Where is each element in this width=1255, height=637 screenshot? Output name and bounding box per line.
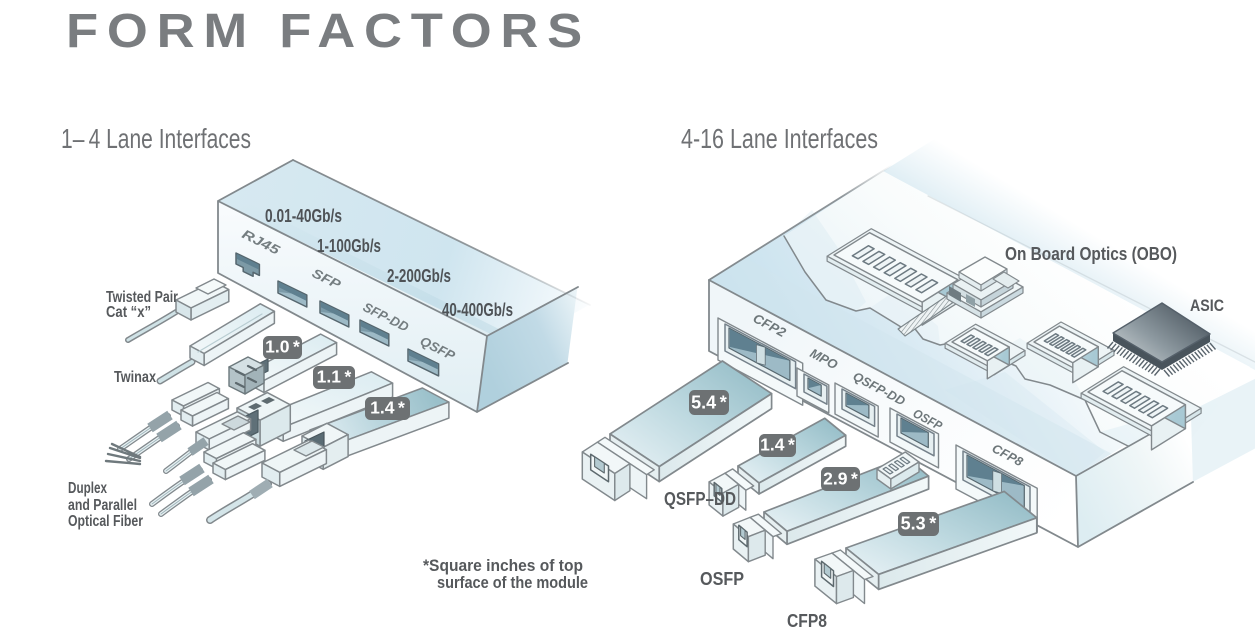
svg-text:1.0 *: 1.0 * bbox=[265, 337, 300, 357]
svg-text:Twisted Pair: Twisted Pair bbox=[106, 289, 178, 306]
svg-text:QSFP–DD: QSFP–DD bbox=[664, 489, 736, 509]
svg-text:0.01-40Gb/s: 0.01-40Gb/s bbox=[265, 206, 342, 226]
svg-text:1.4 *: 1.4 * bbox=[760, 435, 795, 455]
svg-text:2-200Gb/s: 2-200Gb/s bbox=[387, 266, 451, 286]
svg-text:On Board Optics (OBO): On Board Optics (OBO) bbox=[1005, 244, 1177, 264]
svg-text:1.1 *: 1.1 * bbox=[317, 367, 352, 387]
svg-text:5.3 *: 5.3 * bbox=[901, 514, 937, 534]
svg-text:1.4 *: 1.4 * bbox=[370, 398, 405, 418]
svg-text:1– 4 Lane Interfaces: 1– 4 Lane Interfaces bbox=[61, 123, 251, 154]
svg-text:FORM FACTORS: FORM FACTORS bbox=[66, 5, 591, 58]
svg-text:and Parallel: and Parallel bbox=[68, 497, 137, 514]
svg-text:surface of the module: surface of the module bbox=[437, 573, 588, 592]
svg-text:5.4 *: 5.4 * bbox=[691, 393, 727, 413]
svg-text:Cat “x”: Cat “x” bbox=[106, 304, 151, 321]
svg-text:Twinax: Twinax bbox=[114, 369, 156, 386]
svg-text:4-16 Lane Interfaces: 4-16 Lane Interfaces bbox=[681, 123, 878, 154]
svg-text:*Square inches of top: *Square inches of top bbox=[423, 556, 583, 575]
svg-text:Duplex: Duplex bbox=[68, 480, 107, 497]
svg-text:1-100Gb/s: 1-100Gb/s bbox=[317, 236, 381, 256]
svg-text:2.9 *: 2.9 * bbox=[823, 469, 858, 489]
svg-text:Optical Fiber: Optical Fiber bbox=[68, 513, 143, 530]
svg-text:CFP8: CFP8 bbox=[787, 611, 827, 631]
svg-text:40-400Gb/s: 40-400Gb/s bbox=[442, 300, 513, 320]
svg-text:OSFP: OSFP bbox=[700, 569, 744, 589]
svg-text:ASIC: ASIC bbox=[1190, 296, 1224, 315]
